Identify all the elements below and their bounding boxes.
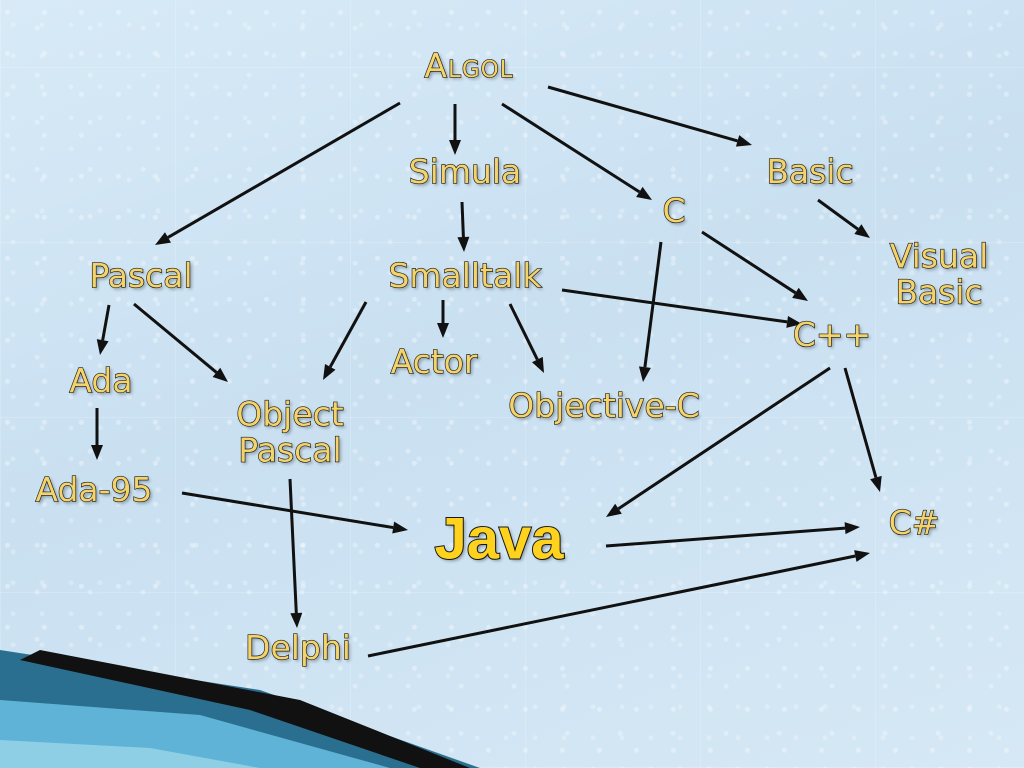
arrowhead-icon	[449, 140, 461, 155]
arrowhead-icon	[786, 315, 802, 328]
edge-smalltalk-to-actor	[437, 300, 449, 338]
edge-algol-to-c	[501, 102, 652, 200]
arrowhead-icon	[392, 521, 408, 534]
edge-pascal-to-ada	[96, 304, 111, 355]
edge-algol-to-pascal	[155, 101, 401, 245]
arrowhead-icon	[457, 236, 470, 252]
arrowhead-icon	[844, 522, 860, 535]
arrowhead-icon	[636, 186, 652, 200]
node-algol: Algol	[424, 46, 514, 86]
arrowhead-icon	[290, 612, 303, 628]
node-object-pascal-line2: Pascal	[238, 430, 343, 469]
node-objective-c: Objective-C	[508, 386, 701, 426]
corner-decoration	[0, 650, 480, 768]
arrowhead-icon	[638, 366, 651, 382]
node-pascal: Pascal	[89, 256, 194, 296]
node-ada-95: Ada-95	[35, 470, 153, 510]
node-c: C	[662, 191, 686, 231]
edge-c-to-cpp	[701, 230, 808, 301]
edge-ada-to-ada95	[91, 408, 103, 460]
arrowhead-icon	[437, 323, 449, 338]
node-csharp: C#	[888, 503, 940, 543]
node-java: Java	[433, 506, 564, 572]
node-actor: Actor	[390, 342, 478, 382]
arrowhead-icon	[212, 367, 228, 382]
node-delphi: Delphi	[244, 628, 351, 668]
node-object-pascal-line1: Object	[236, 394, 345, 434]
node-visual-basic-line1: Visual	[889, 236, 989, 276]
arrowhead-icon	[155, 232, 171, 245]
node-smalltalk: Smalltalk	[388, 256, 542, 296]
arrowhead-icon	[870, 475, 882, 492]
arrowhead-icon	[323, 363, 336, 380]
node-cpp: C++	[792, 315, 872, 355]
edge-delphi-to-csharp	[367, 550, 870, 658]
node-basic: Basic	[766, 152, 855, 192]
edge-c-to-objective_c	[638, 241, 663, 382]
edge-java-to-csharp	[605, 522, 860, 548]
arrowhead-icon	[854, 224, 870, 238]
node-ada: Ada	[69, 361, 133, 401]
edge-algol-to-basic	[547, 85, 752, 147]
arrowhead-icon	[854, 550, 870, 562]
edge-cpp-to-csharp	[843, 367, 882, 492]
arrowhead-icon	[792, 287, 808, 301]
edge-simula-to-smalltalk	[457, 201, 470, 252]
edge-smalltalk-to-objective_c	[508, 303, 544, 373]
edge-ada95-to-java	[181, 491, 408, 534]
arrowhead-icon	[606, 503, 622, 517]
node-visual-basic: Visual Basic	[889, 236, 989, 311]
edge-object_pascal-to-delphi	[288, 478, 303, 628]
edge-algol-to-simula	[449, 104, 461, 155]
node-object-pascal: Object Pascal	[236, 394, 345, 469]
edge-cpp-to-java	[606, 366, 831, 517]
arrowhead-icon	[531, 356, 544, 373]
edge-basic-to-visual_basic	[817, 198, 870, 238]
arrowhead-icon	[91, 445, 103, 460]
edge-pascal-to-object_pascal	[133, 302, 228, 382]
edge-smalltalk-to-object_pascal	[323, 301, 368, 380]
arrowhead-icon	[96, 339, 109, 355]
node-visual-basic-line2: Basic	[895, 272, 984, 311]
arrowhead-icon	[735, 135, 752, 147]
edge-smalltalk-to-cpp	[561, 288, 802, 328]
node-simula: Simula	[408, 152, 522, 192]
